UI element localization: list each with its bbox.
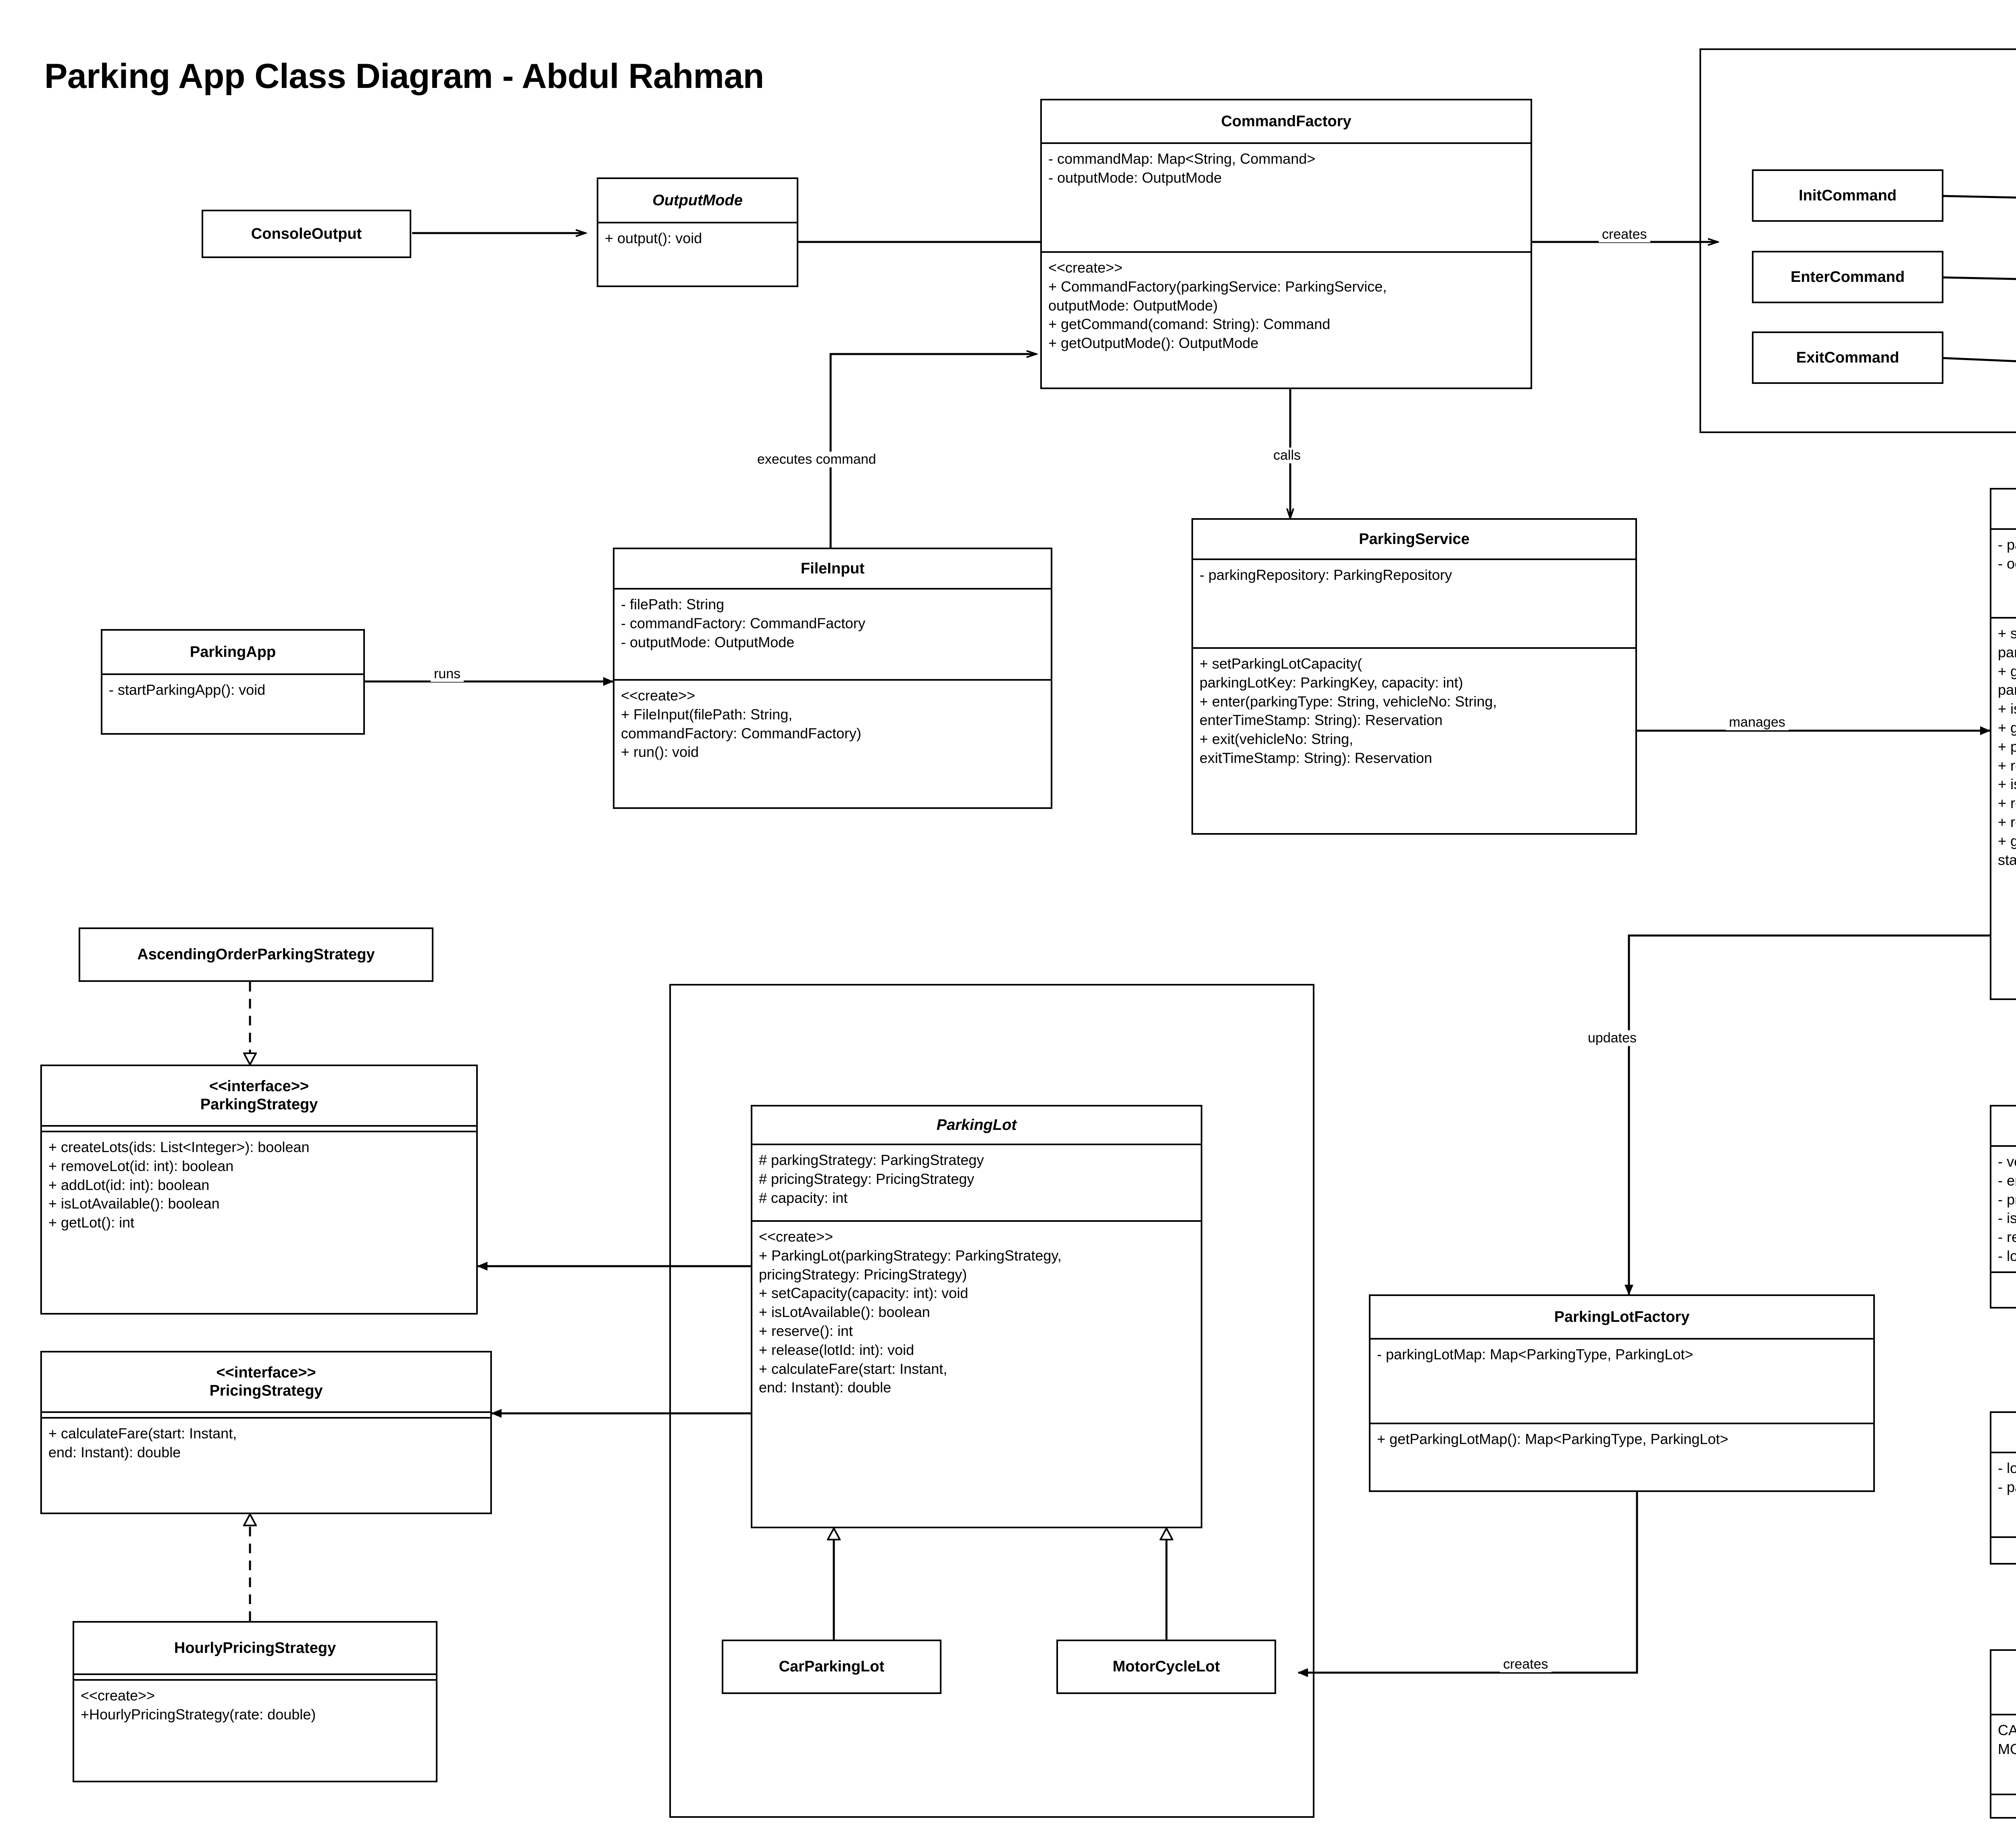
class-name-Reservation: Reservation bbox=[1991, 1106, 2016, 1147]
class-PricingStrategy[interactable]: <<interface>> PricingStrategy + calculat… bbox=[40, 1351, 492, 1514]
class-name-HourlyPricingStrategy: HourlyPricingStrategy bbox=[74, 1623, 436, 1675]
class-name-ConsoleOutput: ConsoleOutput bbox=[251, 225, 362, 242]
class-name-ParkingStrategy: ParkingStrategy bbox=[200, 1096, 318, 1113]
class-name-ExitCommand: ExitCommand bbox=[1796, 349, 1899, 366]
operations-PricingStrategy: + calculateFare(start: Instant, end: Ins… bbox=[48, 1425, 237, 1461]
command-package-frame bbox=[1699, 48, 2016, 433]
class-name-PricingStrategy: PricingStrategy bbox=[209, 1382, 323, 1399]
class-CommandFactory[interactable]: CommandFactory - commandMap: Map<String,… bbox=[1040, 99, 1532, 389]
class-OutputMode[interactable]: OutputMode + output(): void bbox=[597, 177, 798, 287]
operations-ParkingLotFactory: + getParkingLotMap(): Map<ParkingType, P… bbox=[1377, 1431, 1729, 1447]
attributes-CommandFactory: - commandMap: Map<String, Command> - out… bbox=[1042, 144, 1531, 253]
class-name-MotorCycleLot: MotorCycleLot bbox=[1112, 1658, 1220, 1675]
operations-ParkingService: + setParkingLotCapacity( parkingLotKey: … bbox=[1200, 655, 1497, 766]
operations-ParkingLot: <<create>> + ParkingLot(parkingStrategy:… bbox=[759, 1228, 1062, 1396]
operations-FileInput: <<create>> + FileInput(filePath: String,… bbox=[621, 687, 862, 761]
class-ConsoleOutput[interactable]: ConsoleOutput bbox=[202, 210, 411, 258]
class-CarParkingLot[interactable]: CarParkingLot bbox=[722, 1640, 941, 1694]
class-ExitCommand[interactable]: ExitCommand bbox=[1752, 331, 1943, 384]
class-ParkingApp[interactable]: ParkingApp - startParkingApp(): void bbox=[101, 629, 365, 735]
class-name-EnterCommand: EnterCommand bbox=[1791, 268, 1905, 285]
attributes-HourlyPricingStrategy bbox=[74, 1675, 436, 1681]
class-ParkingStrategy[interactable]: <<interface>> ParkingStrategy + createLo… bbox=[40, 1065, 478, 1315]
operations-CommandFactory: <<create>> + CommandFactory(parkingServi… bbox=[1048, 259, 1387, 352]
edge-label-creates-command: creates bbox=[1599, 227, 1650, 242]
operations-Reservation bbox=[1991, 1273, 2016, 1282]
class-Reservation[interactable]: Reservation - vehicleNo: String - enterD… bbox=[1990, 1105, 2016, 1309]
literals-ParkingType: CAR MOTORCYCLE bbox=[1991, 1715, 2016, 1795]
attributes-ParkingLot: # parkingStrategy: ParkingStrategy # pri… bbox=[752, 1145, 1201, 1222]
edge-label-manages: manages bbox=[1726, 715, 1789, 730]
edge-label-creates-lot: creates bbox=[1500, 1657, 1552, 1672]
attributes-ParkingLotFactory: - parkingLotMap: Map<ParkingType, Parkin… bbox=[1370, 1340, 1873, 1424]
attributes-FileInput: - filePath: String - commandFactory: Com… bbox=[614, 590, 1051, 681]
operations-ParkingType bbox=[1991, 1795, 2016, 1815]
class-ParkingRepository[interactable]: ParkingRepository - parkingLotFactory: P… bbox=[1990, 488, 2016, 1000]
operations-ParkingRepository: + setParkingLotCapacity( parkingLotKey: … bbox=[1998, 625, 2016, 868]
class-name-Lot: Lot bbox=[1991, 1413, 2016, 1453]
edge-label-updates: updates bbox=[1585, 1030, 1640, 1046]
class-Lot[interactable]: Lot - lotId: int - parkingType: ParkingT… bbox=[1990, 1411, 2016, 1565]
class-ParkingType[interactable]: <<enumeration>> ParkingType CAR MOTORCYC… bbox=[1990, 1649, 2016, 1819]
operations-HourlyPricingStrategy: <<create>> +HourlyPricingStrategy(rate: … bbox=[81, 1687, 316, 1723]
class-ParkingLot[interactable]: ParkingLot # parkingStrategy: ParkingStr… bbox=[751, 1105, 1202, 1528]
edge-label-executes-command: executes command bbox=[754, 452, 879, 467]
class-MotorCycleLot[interactable]: MotorCycleLot bbox=[1056, 1640, 1276, 1694]
class-name-FileInput: FileInput bbox=[614, 549, 1051, 590]
class-ParkingLotFactory[interactable]: ParkingLotFactory - parkingLotMap: Map<P… bbox=[1369, 1294, 1875, 1492]
edge-label-runs: runs bbox=[431, 666, 464, 682]
operations-ParkingStrategy: + createLots(ids: List<Integer>): boolea… bbox=[48, 1139, 310, 1231]
class-name-CommandFactory: CommandFactory bbox=[1042, 100, 1531, 144]
class-InitCommand[interactable]: InitCommand bbox=[1752, 169, 1943, 222]
parking-lot-package-frame bbox=[669, 984, 1314, 1818]
edge-label-calls: calls bbox=[1270, 448, 1304, 463]
class-name-ParkingRepository: ParkingRepository bbox=[1991, 490, 2016, 530]
class-name-ParkingLot: ParkingLot bbox=[752, 1106, 1201, 1145]
class-AscendingOrderParkingStrategy[interactable]: AscendingOrderParkingStrategy bbox=[79, 927, 433, 982]
class-name-InitCommand: InitCommand bbox=[1799, 187, 1897, 204]
attributes-Reservation: - vehicleNo: String - enterDate: Instant… bbox=[1991, 1147, 2016, 1273]
attributes-PricingStrategy bbox=[42, 1413, 490, 1419]
class-EnterCommand[interactable]: EnterCommand bbox=[1752, 251, 1943, 303]
attributes-ParkingStrategy bbox=[42, 1127, 476, 1132]
class-name-OutputMode: OutputMode bbox=[598, 179, 797, 223]
page-title: Parking App Class Diagram - Abdul Rahman bbox=[44, 57, 764, 96]
stereotype-ParkingStrategy: <<interface>> bbox=[209, 1078, 309, 1095]
class-HourlyPricingStrategy[interactable]: HourlyPricingStrategy <<create>> +Hourly… bbox=[73, 1621, 437, 1782]
class-name-CarParkingLot: CarParkingLot bbox=[779, 1658, 885, 1675]
operations-OutputMode: + output(): void bbox=[605, 230, 702, 246]
attributes-ParkingRepository: - parkingLotFactory: ParkingLotFactory -… bbox=[1991, 530, 2016, 619]
operations-ParkingApp: - startParkingApp(): void bbox=[109, 681, 266, 698]
stereotype-PricingStrategy: <<interface>> bbox=[216, 1364, 316, 1382]
class-ParkingService[interactable]: ParkingService - parkingRepository: Park… bbox=[1191, 518, 1637, 835]
class-name-ParkingApp: ParkingApp bbox=[102, 631, 363, 675]
attributes-Lot: - lotId: int - parkingType: ParkingType bbox=[1991, 1453, 2016, 1538]
attributes-ParkingService: - parkingRepository: ParkingRepository bbox=[1193, 560, 1635, 649]
class-name-ParkingService: ParkingService bbox=[1193, 520, 1635, 560]
class-name-ParkingLotFactory: ParkingLotFactory bbox=[1370, 1296, 1873, 1340]
class-name-AscendingOrderParkingStrategy: AscendingOrderParkingStrategy bbox=[137, 946, 375, 963]
class-FileInput[interactable]: FileInput - filePath: String - commandFa… bbox=[613, 548, 1052, 809]
operations-Lot bbox=[1991, 1538, 2016, 1563]
